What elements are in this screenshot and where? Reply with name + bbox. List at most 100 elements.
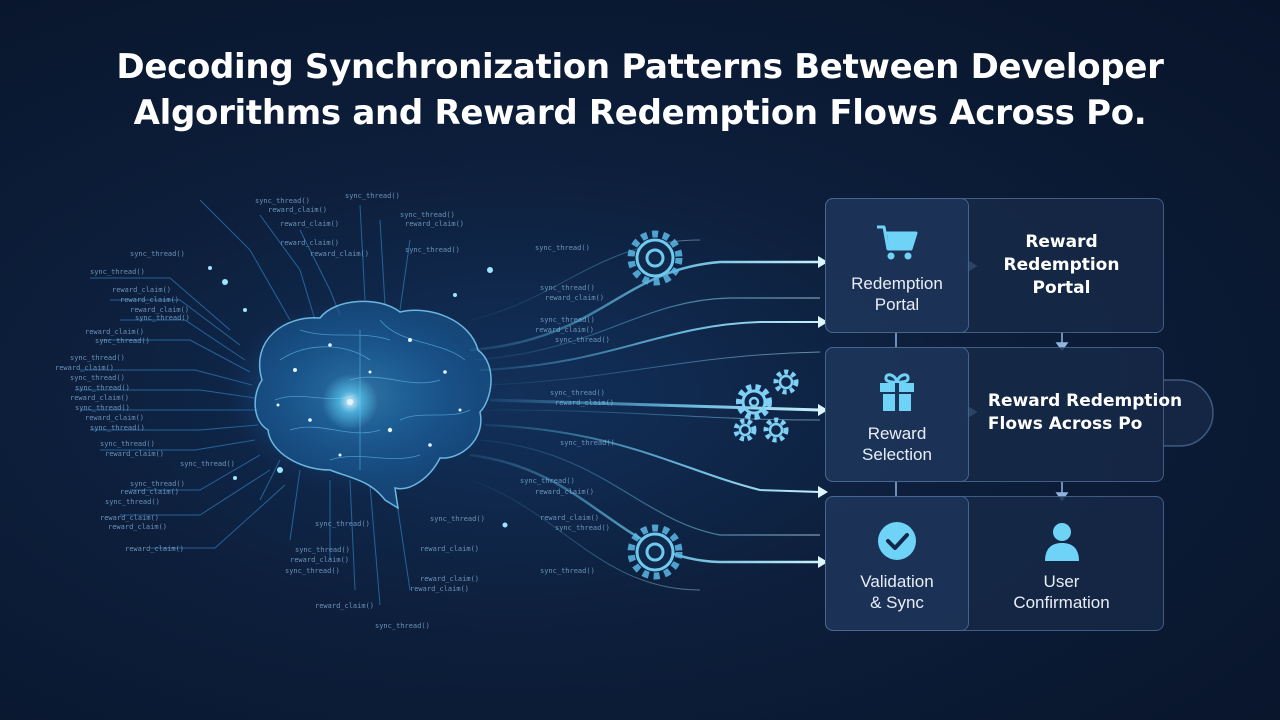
svg-text:reward_claim(): reward_claim() [70, 394, 129, 402]
svg-text:reward_claim(): reward_claim() [280, 239, 339, 247]
validation-sync-cell: Validation & Sync [825, 496, 969, 631]
svg-text:reward_claim(): reward_claim() [420, 575, 479, 583]
reward-redemption-portal-line2: Redemption [1003, 255, 1120, 275]
svg-text:sync_thread(): sync_thread() [90, 424, 145, 432]
svg-text:reward_claim(): reward_claim() [108, 523, 167, 531]
svg-text:sync_thread(): sync_thread() [550, 389, 605, 397]
svg-text:sync_thread(): sync_thread() [520, 477, 575, 485]
reward-redemption-flows-line2: Flows Across Po [987, 413, 1143, 434]
validation-sync-label: Validation & Sync [860, 571, 933, 613]
middle-box-tab [1163, 379, 1214, 447]
page-title: Decoding Synchronization Patterns Betwee… [0, 44, 1280, 136]
svg-text:sync_thread(): sync_thread() [70, 354, 125, 362]
redemption-portal-cell: Redemption Portal [825, 198, 969, 333]
svg-text:sync_thread(): sync_thread() [95, 337, 150, 345]
svg-text:reward_claim(): reward_claim() [280, 220, 339, 228]
user-confirmation-label-line2: Confirmation [1013, 592, 1110, 612]
reward-redemption-portal-heading: Reward Redemption Portal [1004, 231, 1120, 300]
gear-icon-top [627, 230, 683, 286]
svg-text:reward_claim(): reward_claim() [545, 294, 604, 302]
svg-text:sync_thread(): sync_thread() [105, 498, 160, 506]
svg-text:sync_thread(): sync_thread() [540, 567, 595, 575]
redemption-portal-label: Redemption Portal [851, 273, 943, 315]
svg-text:sync_thread(): sync_thread() [130, 480, 185, 488]
svg-text:reward_claim(): reward_claim() [55, 364, 114, 372]
svg-text:sync_thread(): sync_thread() [405, 246, 460, 254]
svg-text:sync_thread(): sync_thread() [90, 268, 145, 276]
redemption-portal-label-line1: Redemption [851, 273, 943, 293]
svg-text:sync_thread(): sync_thread() [375, 622, 430, 630]
reward-selection-label: Reward Selection [862, 423, 932, 465]
svg-text:reward_claim(): reward_claim() [410, 585, 469, 593]
redemption-portal-label-line2: Portal [874, 294, 920, 314]
svg-text:sync_thread(): sync_thread() [560, 439, 615, 447]
svg-text:sync_thread(): sync_thread() [430, 515, 485, 523]
svg-text:sync_thread(): sync_thread() [540, 284, 595, 292]
reward-selection-card [825, 347, 969, 482]
svg-text:reward_claim(): reward_claim() [405, 220, 464, 228]
svg-text:reward_claim(): reward_claim() [268, 206, 327, 214]
svg-text:sync_thread(): sync_thread() [135, 314, 190, 322]
svg-text:sync_thread(): sync_thread() [555, 524, 610, 532]
svg-text:reward_claim(): reward_claim() [120, 296, 179, 304]
shopping-cart-icon [877, 225, 918, 259]
user-confirmation-cell: User Confirmation [975, 496, 1148, 631]
reward-redemption-flows-line1: Reward Redemption [987, 390, 1183, 411]
reward-redemption-flows-cell: Reward Redemption Flows Across Po [975, 347, 1195, 482]
svg-text:sync_thread(): sync_thread() [400, 211, 455, 219]
svg-text:reward_claim(): reward_claim() [290, 556, 349, 564]
validation-sync-label-line2: & Sync [870, 592, 924, 612]
reward-selection-cell: Reward Selection [825, 347, 969, 482]
svg-text:sync_thread(): sync_thread() [285, 567, 340, 575]
validation-sync-card [825, 496, 969, 631]
data-streams [469, 239, 821, 591]
gear-icon-bottom [627, 524, 683, 580]
reward-redemption-portal-line1: Reward [1025, 232, 1098, 252]
svg-text:reward_claim(): reward_claim() [112, 286, 171, 294]
checkmark-icon [878, 521, 916, 560]
reward-redemption-portal-line3: Portal [1032, 278, 1091, 298]
user-confirmation-label-line1: User [1043, 571, 1080, 591]
svg-text:sync_thread(): sync_thread() [540, 316, 595, 324]
svg-text:sync_thread(): sync_thread() [180, 460, 235, 468]
gift-icon [880, 372, 914, 411]
reward-redemption-portal-cell: Reward Redemption Portal [975, 198, 1148, 333]
svg-text:sync_thread(): sync_thread() [555, 336, 610, 344]
reward-selection-label-line1: Reward [867, 423, 927, 443]
svg-text:reward_claim(): reward_claim() [85, 414, 144, 422]
svg-text:reward_claim(): reward_claim() [535, 488, 594, 496]
svg-text:reward_claim(): reward_claim() [535, 326, 594, 334]
svg-text:sync_thread(): sync_thread() [345, 192, 400, 200]
svg-text:reward_claim(): reward_claim() [125, 545, 184, 553]
redemption-portal-card [825, 198, 969, 333]
reward-redemption-flows-heading: Reward Redemption Flows Across Po [988, 390, 1182, 436]
svg-text:reward_claim(): reward_claim() [105, 450, 164, 458]
gears-cluster-icon [733, 369, 799, 443]
brain-illustration [208, 266, 508, 528]
validation-sync-label-line1: Validation [860, 571, 934, 591]
svg-text:sync_thread(): sync_thread() [295, 546, 350, 554]
svg-text:sync_thread(): sync_thread() [255, 197, 310, 205]
svg-text:reward_claim(): reward_claim() [420, 545, 479, 553]
svg-text:sync_thread(): sync_thread() [315, 520, 370, 528]
svg-text:reward_claim(): reward_claim() [540, 514, 599, 522]
svg-text:reward_claim(): reward_claim() [130, 306, 189, 314]
svg-text:sync_thread(): sync_thread() [70, 374, 125, 382]
svg-text:reward_claim(): reward_claim() [315, 602, 374, 610]
reward-selection-label-line2: Selection [862, 444, 932, 464]
svg-text:sync_thread(): sync_thread() [100, 440, 155, 448]
code-fragments: sync_thread() sync_thread() reward_claim… [55, 192, 615, 630]
svg-text:sync_thread(): sync_thread() [130, 250, 185, 258]
svg-text:reward_claim(): reward_claim() [120, 488, 179, 496]
user-icon [1044, 522, 1079, 561]
title-line-1: Decoding Synchronization Patterns Betwee… [116, 47, 1164, 87]
title-line-2: Algorithms and Reward Redemption Flows A… [133, 93, 1147, 133]
svg-text:reward_claim(): reward_claim() [100, 514, 159, 522]
svg-text:reward_claim(): reward_claim() [85, 328, 144, 336]
svg-text:reward_claim(): reward_claim() [310, 250, 369, 258]
svg-text:sync_thread(): sync_thread() [535, 244, 590, 252]
svg-text:sync_thread(): sync_thread() [75, 404, 130, 412]
user-confirmation-label: User Confirmation [1013, 571, 1109, 613]
stream-arrowheads [818, 256, 828, 568]
svg-text:sync_thread(): sync_thread() [75, 384, 130, 392]
